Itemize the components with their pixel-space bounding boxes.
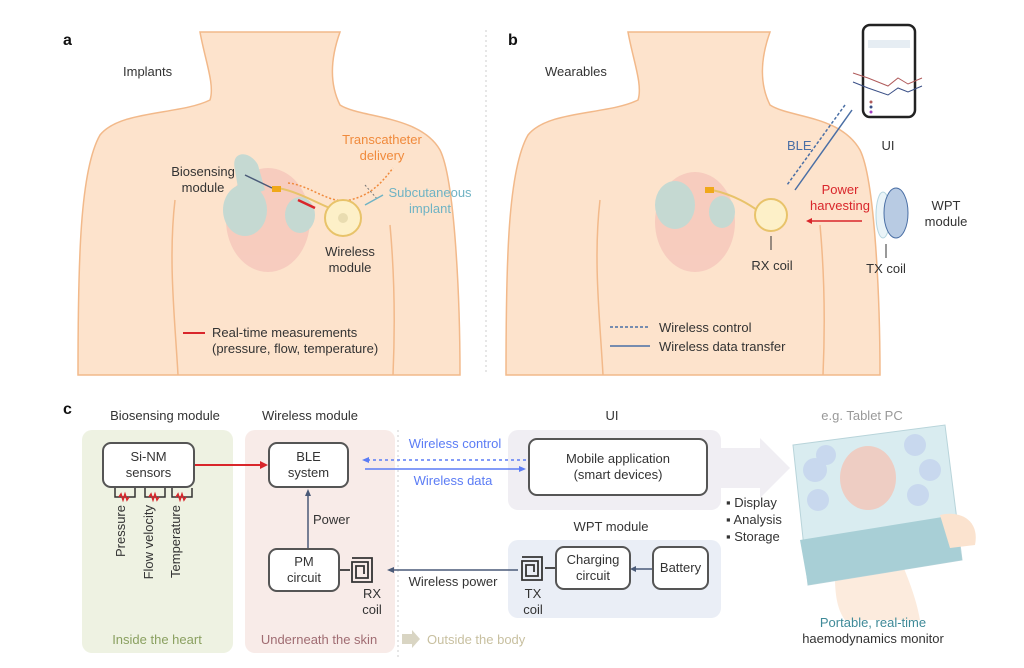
legend-measurements: Real-time measurements(pressure, flow, t… [212, 325, 379, 356]
wireless-data-label: Wireless data [413, 473, 493, 488]
monitor-caption-2: haemodynamics monitor [802, 631, 944, 646]
transcatheter-path [287, 167, 394, 202]
wireless-control-label: Wireless control [408, 436, 502, 451]
outside-arrow [402, 630, 420, 648]
legend-wireless-data: Wireless data transfer [659, 339, 786, 354]
header-wpt: WPT module [573, 519, 649, 534]
header-biosensing: Biosensing module [110, 408, 220, 423]
location-outside-body: Outside the body [427, 632, 526, 647]
header-ui: UI [605, 408, 619, 423]
panel-a-title: Implants [123, 64, 173, 79]
rx-coil-icon [340, 557, 373, 583]
sensor-flow-velocity: Flow velocity [141, 505, 156, 580]
panel-b-letter: b [508, 32, 518, 49]
heart-illustration-a [223, 154, 315, 272]
panel-c-letter: c [63, 401, 72, 418]
rx-coil-b [754, 198, 788, 232]
phone-illustration [852, 23, 923, 119]
ui-label: UI [881, 138, 895, 153]
panel-b-title: Wearables [545, 64, 607, 79]
location-underneath-skin: Underneath the skin [260, 632, 378, 647]
ui-functions-list: ▪ Display ▪ Analysis ▪ Storage [726, 495, 782, 544]
ble-dashed-arrow [786, 104, 846, 186]
wpt-coil-disc [875, 187, 909, 239]
monitor-caption-1: Portable, real-time [819, 615, 927, 630]
ui-to-tablet-arrow [720, 438, 790, 498]
ble-label: BLE [787, 138, 812, 153]
heart-illustration-b [655, 172, 735, 272]
sensor-pressure: Pressure [113, 505, 128, 558]
header-wireless: Wireless module [261, 408, 359, 423]
tx-coil-icon [521, 556, 555, 581]
power-label: Power [313, 512, 350, 527]
tx-coil-label: TX coil [866, 261, 906, 276]
panel-a-letter: a [63, 32, 72, 49]
location-inside-heart: Inside the heart [112, 632, 202, 647]
sensor-temperature: Temperature [168, 505, 183, 578]
mobile-application-box: Mobile application(smart devices) [528, 438, 708, 496]
tablet-illustration [792, 424, 976, 620]
rx-coil-label: RX coil [751, 258, 793, 273]
biosensing-module-a [272, 186, 281, 192]
wireless-power-label: Wireless power [408, 574, 498, 589]
ble-solid-arrow [794, 109, 853, 191]
battery-box: Battery [652, 546, 709, 590]
legend-wireless-control: Wireless control [659, 320, 752, 335]
sensor-resistors [114, 488, 193, 503]
header-tablet: e.g. Tablet PC [821, 408, 903, 423]
